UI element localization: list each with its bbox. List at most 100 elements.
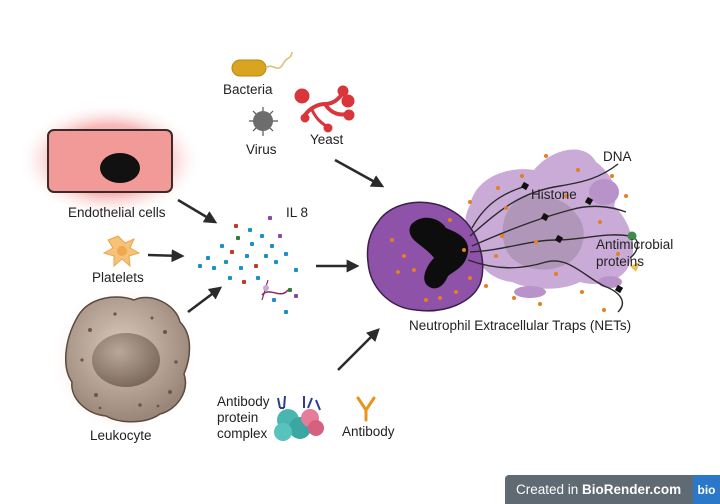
endothelial-cell: [18, 102, 202, 218]
histone-icon: [554, 234, 564, 244]
granule-dot: [402, 254, 406, 258]
granule-dot: [438, 296, 442, 300]
arrow-platelets-to-il8: [147, 249, 185, 263]
granule-dot: [534, 240, 538, 244]
antibody-label: Antibody: [342, 424, 395, 439]
endothelial-label: Endothelial cells: [68, 205, 166, 220]
il8-dot: [236, 236, 240, 240]
arrow-pathogens-to-neutrophil: [334, 158, 385, 188]
granule-dot: [554, 272, 558, 276]
platelet-icon: [102, 235, 141, 268]
watermark-text: Created in BioRender.com: [505, 482, 693, 497]
nets-label: Neutrophil Extracellular Traps (NETs): [409, 318, 632, 333]
dna-strand: [471, 185, 527, 229]
granule-dot: [448, 218, 452, 222]
il8-dot: [284, 252, 288, 256]
arrow-leukocyte-to-il8: [187, 286, 223, 314]
virus-label: Virus: [246, 142, 277, 157]
virus-icon: [249, 107, 278, 136]
il8-dot: [254, 264, 258, 268]
granule-dot: [504, 206, 508, 210]
il8-label: IL 8: [286, 205, 309, 220]
granule-dot: [538, 302, 542, 306]
biorender-logo-icon: bio: [693, 475, 720, 504]
granule-dot: [390, 238, 394, 242]
dna-label: DNA: [603, 149, 632, 164]
histone-icon: [520, 181, 530, 191]
dna-strand: [469, 163, 619, 237]
il8-dot: [198, 264, 202, 268]
arrow-antibody-to-neutrophil: [337, 328, 380, 371]
il8-dot: [270, 244, 274, 248]
dna-strands: [467, 163, 639, 313]
histone-icon: [584, 196, 594, 206]
arrow-endothelial-to-il8: [177, 198, 218, 224]
il8-dot: [294, 294, 298, 298]
dna-strand: [469, 234, 639, 259]
leukocyte-label: Leukocyte: [90, 428, 152, 443]
il8-dot: [248, 228, 252, 232]
watermark-prefix: Created in: [516, 482, 583, 497]
antibody-complex-label-line1: Antibody: [217, 394, 270, 409]
il8-dot: [264, 254, 268, 258]
il8-dot: [230, 250, 234, 254]
platelets-label: Platelets: [92, 270, 144, 285]
net-cloud: [465, 149, 634, 298]
il8-dot: [242, 280, 246, 284]
granule-dot: [396, 270, 400, 274]
granule-dot: [610, 174, 614, 178]
il8-dot: [228, 276, 232, 280]
antibody-protein-complex-icon: [274, 395, 324, 441]
antimicrobial-label-line2: proteins: [596, 254, 645, 269]
il8-dot: [239, 266, 243, 270]
antimicrobial-protein-icons: [627, 231, 640, 272]
cytokine-complex-icon: [261, 279, 289, 301]
granule-dot: [576, 168, 580, 172]
bacteria-label: Bacteria: [223, 82, 273, 97]
antibody-complex-label-line3: complex: [217, 426, 268, 441]
granule-dot: [564, 194, 568, 198]
il8-dot: [260, 234, 264, 238]
granule-dot: [494, 254, 498, 258]
granule-dot: [496, 186, 500, 190]
granule-dot: [484, 284, 488, 288]
histone-icon: [614, 284, 624, 294]
neutrophil-cell: [366, 201, 484, 312]
il8-dot: [274, 260, 278, 264]
il8-dot: [234, 224, 238, 228]
granule-dot: [462, 248, 466, 252]
il8-dot: [206, 256, 210, 260]
granule-dots: [390, 154, 628, 312]
il8-dot: [256, 276, 260, 280]
granule-dot: [602, 308, 606, 312]
il8-dot: [278, 234, 282, 238]
granule-dot: [544, 154, 548, 158]
antimicrobial-label-line1: Antimicrobial: [596, 237, 674, 252]
il8-dot: [224, 260, 228, 264]
granule-dot: [468, 276, 472, 280]
il8-dot: [294, 268, 298, 272]
il8-dot: [288, 288, 292, 292]
biorender-watermark[interactable]: Created in BioRender.com bio: [505, 475, 720, 504]
granule-dot: [580, 290, 584, 294]
granule-dot: [616, 252, 620, 256]
antibody-icon: [356, 396, 376, 422]
granule-dot: [598, 220, 602, 224]
leukocyte-cell: [51, 286, 199, 434]
watermark-brand: BioRender.com: [582, 482, 682, 497]
granule-dot: [520, 174, 524, 178]
il8-dot: [220, 244, 224, 248]
granule-dot: [424, 298, 428, 302]
granule-dot: [468, 200, 472, 204]
granule-dot: [512, 296, 516, 300]
il8-dot: [284, 310, 288, 314]
granule-dot: [500, 234, 504, 238]
bacteria-icon: [231, 51, 293, 77]
histone-icon: [540, 212, 550, 222]
histone-label: Histone: [531, 187, 577, 202]
il8-dot-cluster: [198, 216, 298, 314]
yeast-label: Yeast: [310, 132, 344, 147]
histone-markers: [520, 181, 624, 294]
granule-dot: [412, 268, 416, 272]
